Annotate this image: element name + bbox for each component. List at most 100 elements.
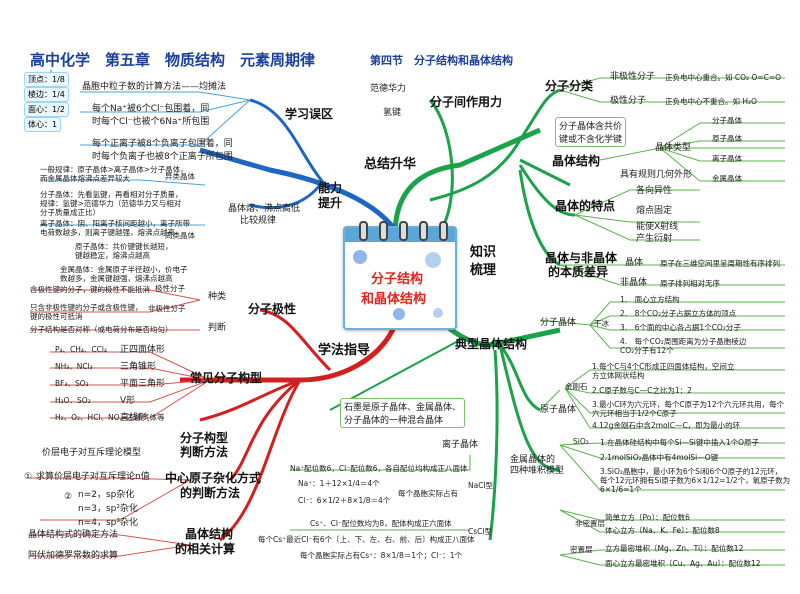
study-node: 学习误区 [285,107,334,121]
study-item: 每个Na⁺被6个Cl⁻包围着，同 [92,104,210,114]
nonpolar-label: 非极性分子 [610,72,656,82]
atomic-note: 六元环相当于1/2个C原子 [592,409,677,418]
ionic-note: 每个晶胞实际占有 [398,489,458,498]
polarity-kinds: 种类 [208,292,227,302]
molecule-icon [425,252,441,268]
ring-icon [439,221,448,241]
nonpolar-label: 非极性分子 [148,304,186,313]
molecule-formula: NH₃、NCl₃ [55,362,93,371]
ability-note: 金属晶体：金属原子半径越小，价电子 [60,265,188,274]
ability-note: 分子质量成正比） [40,208,100,217]
molecular-note: CO₂分子有12个 [620,346,674,355]
molecular-note: 4. 每个CO₂周围距离为分子晶胞棱边 [620,337,747,346]
polarity-note: 只含非极性键的分子或含极性键， [30,303,143,312]
ring-icon [359,221,368,241]
sio2-label: SiO₂ [573,437,589,446]
atomic-note: 每个12元环拥有Si原子数为6×1/12=1/2个，氧原子数为 [600,476,791,485]
calc-item: 阿伏加德罗常数的求算 [28,551,119,561]
ability-node: 能力 [318,181,343,195]
ionic-note: 每个Cs⁺最近Cl⁻有6个〔上、下、左、右、前、后〕构成正八面体 [258,535,475,544]
vsepr-text: 价层电子对互斥理论模型 [42,448,142,458]
ring-icon [379,221,388,241]
intermolecular-item: 范德华力 [370,84,407,94]
knowledge-node-line2: 梳理 [470,263,497,278]
nacl-label: NaCl型 [468,481,494,490]
hybrid-row: n=2，sp杂化 [78,490,135,500]
ability-note: 离子晶体：阴、阳离子核间距越小，离子所带 [40,219,190,228]
ring-icon [419,221,428,241]
diamond-label: 金刚石 [565,382,588,391]
hint-box: 分子晶体含共价键或不含化学键 [555,117,627,147]
method-node: 学法指导 [318,343,371,358]
compare-node-line2: 比较规律 [240,216,277,226]
molecule-shape: V形 [120,396,136,406]
ability-note: 分子晶体：先看氢键，再看相对分子质量， [40,190,183,199]
graphite-box: 石墨是原子晶体、金属晶体、分子晶体的一种混合晶体 [340,398,466,428]
shapes-node: 常见分子构型 [190,371,263,385]
crystal-structure-node: 晶体结构 [552,154,601,168]
summary-node: 总结升华 [364,157,417,172]
dense-label: 密置层 [570,545,593,554]
ability-note: 键越稳定，熔沸点越高 [75,251,150,260]
study-item: 每个正离子被8个负离子包围着，同 [92,139,233,149]
intermolecular-node: 分子间作用力 [430,95,503,109]
crystal-type: 原子晶体 [712,134,742,143]
polarity-note: 含极性键的分子，键的极性不能抵消 [30,285,150,294]
cell-count-item: 顶点：1/8 [24,72,69,87]
center-title-line1: 分子结构 [371,272,424,287]
feature-item: 产生衍射 [636,234,673,244]
ring-icon [399,221,408,241]
hybrid-row: n=4，sp³杂化 [78,518,138,528]
molecular-note: 2. 8个CO₂分子占据立方体的顶点 [620,309,737,318]
polarity-note: 分子结构是否对称（或电荷分布是否均匀） [30,325,173,334]
ability-note: 而金属晶体熔沸点差异较大 [40,174,130,183]
hybrid-node: 中心原子杂化方式 [165,471,262,485]
hint-line2: 键或不含化学键 [559,135,623,145]
crystal-vs-node: 晶体与非晶体 [545,251,618,265]
ability-note: 原子晶体：共价键键长越短， [75,242,173,251]
graphite-line1: 石墨是原子晶体、金属晶体、 [344,403,462,413]
hybrid-step1: 求算价层电子对互斥理论n值 [36,472,150,482]
molecule-shape: 正四面体形 [120,345,166,355]
feature-item: 熔点固定 [636,206,673,216]
study-item: 晶胞中粒子数的计算方法——均摊法 [82,82,227,92]
ability-note: 数越多，金属键越强，熔沸点越高 [60,274,173,283]
calc-item: 晶体结构式的确定方法 [28,530,119,540]
atomic-crystal-node: 原子晶体 [540,405,577,415]
metal-note: 面心立方最密堆积〔Cu、Ag、Au〕：配位数12 [605,559,761,568]
atomic-note: 1.在晶体硅结构中每个Si—Si键中插入1个O原子 [600,438,760,447]
compare-node: 晶体熔、沸点高低 [228,204,301,214]
molecule-icon [393,308,405,320]
molecule-shape: 直线形 [120,413,148,423]
same-crystal-label: 同类晶体 [165,231,195,240]
molecular-note: 3. 6个面的中心各占据1个CO₂分子 [620,323,741,332]
ionic-note: 每个晶胞实际占有Cs⁺：8×1/8＝1个；Cl⁻：1个 [300,551,463,560]
cell-count-item: 面心：1/2 [24,102,69,117]
molecule-icon [353,250,367,264]
features-node: 晶体的特点 [555,199,616,213]
ability-note: 一般规律：原子晶体>离子晶体>分子晶体， [40,165,188,174]
intermolecular-item: 氢键 [383,108,402,118]
step-number: ① [24,472,33,482]
cscl-label: CsCl型 [468,527,492,536]
calc-node: 晶体结构 [185,527,234,541]
molecule-formula: P₄、CH₄、CCl₄ [55,345,107,354]
atomic-note: 3.SiO₂晶胞中，最小环为6个Si和6个O原子的12元环， [600,467,783,476]
hint-line1: 分子晶体含共价 [559,122,623,132]
step-number: ② [64,492,73,502]
cell-count-item: 棱边：1/4 [24,87,69,102]
crystal-label: 晶体 [625,258,644,268]
ionic-crystal-node: 离子晶体 [442,440,479,450]
metal-note: 体心立方〔Na、K、Fe〕：配位数8 [605,526,720,535]
center-card: 分子结构 和晶体结构 [343,221,457,330]
atomic-note: 3.最小C环为六元环，每个C原子为12个六元环共用，每个 [592,400,785,409]
crystal-vs-node-line2: 的本质差异 [548,265,609,279]
metal-note: 立方最密堆积〔Mg、Zn、Ti〕：配位数12 [605,544,744,553]
hybrid-node-line2: 的判断方法 [180,486,241,500]
crystal-type: 分子晶体 [712,116,742,125]
metal-node-line2: 四种堆积模型 [510,466,565,476]
molecule-formula: H₂O、SO₂ [55,396,91,405]
vsepr-node-line2: 判断方法 [180,445,229,459]
feature-item: 各向异性 [636,186,673,196]
